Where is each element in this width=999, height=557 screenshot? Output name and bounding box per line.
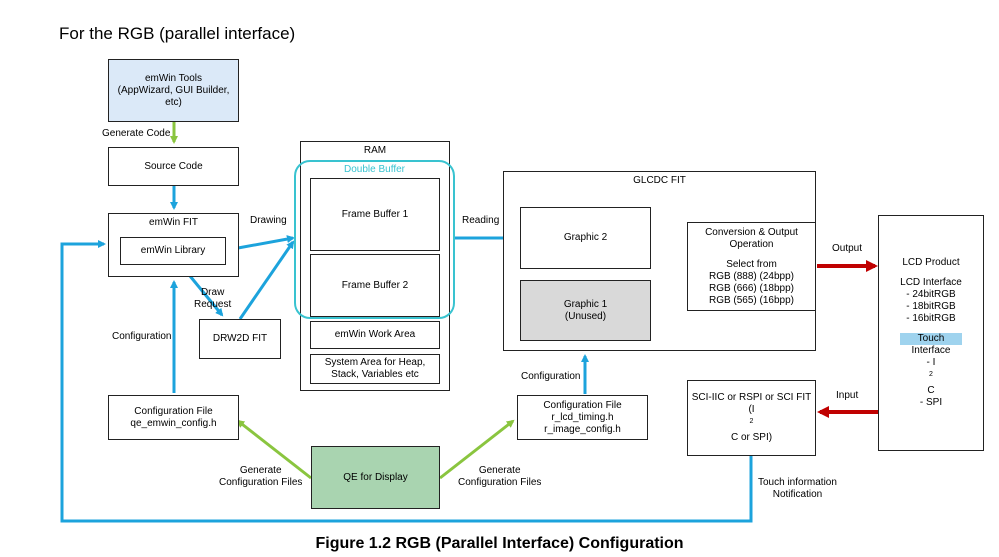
lcd-product-block: LCD Product LCD Interface - 24bitRGB - 1… [878,215,984,451]
frame-buffer-1-block: Frame Buffer 1 [310,178,440,251]
graphic-1-block: Graphic 1 (Unused) [520,280,651,341]
touch-highlight: Touch [900,333,962,346]
emwin-library-block: emWin Library [120,237,226,265]
label-generate-config-left: Generate Configuration Files [219,465,303,488]
label-output: Output [832,243,863,254]
emwin-fit-title: emWin FIT [149,217,198,228]
config-file-left-block: Configuration File qe_emwin_config.h [108,395,239,440]
source-code-block: Source Code [108,147,239,186]
arrow-drawing [237,235,295,250]
arrow-generate-config-left [236,419,312,480]
system-area-block: System Area for Heap, Stack, Variables e… [310,354,440,384]
label-touch-information: Touch information Notification [758,477,837,500]
label-reading: Reading [462,215,500,226]
label-configuration-left: Configuration [112,331,172,342]
arrow-drw2d-to-buffer [238,240,295,320]
double-buffer-label: Double Buffer [344,164,405,175]
page-heading: For the RGB (parallel interface) [59,24,296,43]
label-drawing: Drawing [250,215,287,226]
config-file-right-block: Configuration File r_lcd_timing.h r_imag… [517,395,648,440]
arrow-generate-config-right [439,419,515,480]
label-input: Input [836,390,859,401]
drw2d-fit-block: DRW2D FIT [199,319,281,359]
emwin-tools-line: emWin Tools [144,72,203,84]
emwin-tools-block: emWin Tools (AppWizard, GUI Builder, etc… [108,59,239,122]
conversion-output-block: Conversion & Output Operation Select fro… [687,222,816,311]
arrow-touch-notification [60,240,753,523]
emwin-tools-line: etc) [165,96,182,108]
frame-buffer-2-block: Frame Buffer 2 [310,254,440,317]
graphic-2-block: Graphic 2 [520,207,651,269]
label-configuration-right: Configuration [521,371,581,382]
glcdc-fit-title: GLCDC FIT [633,175,686,186]
double-buffer-region [294,160,455,319]
emwin-tools-line: (AppWizard, GUI Builder, [117,84,230,96]
emwin-work-area-block: emWin Work Area [310,321,440,349]
label-generate-config-right: Generate Configuration Files [458,465,542,488]
figure-caption: Figure 1.2 RGB (Parallel Interface) Conf… [315,535,684,552]
qe-for-display-block: QE for Display [311,446,440,509]
label-draw-request: Draw Request [194,287,232,310]
arrow-draw-request [188,275,224,317]
ram-title: RAM [363,145,387,156]
label-generate-code: Generate Code [102,128,171,139]
